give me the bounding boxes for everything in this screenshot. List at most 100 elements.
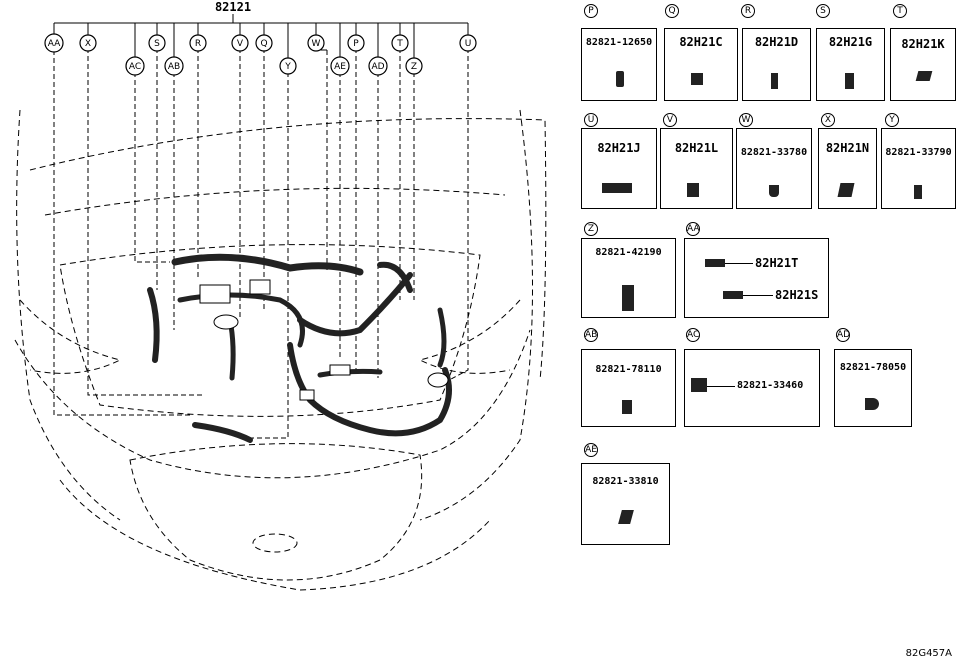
connector-icon <box>618 510 634 524</box>
key-T: T <box>893 4 907 18</box>
part-number-AE: 82821-33810 <box>592 476 659 487</box>
connector-icon <box>705 259 725 267</box>
grille-outline <box>129 443 423 581</box>
callout-W: W <box>312 39 321 49</box>
callout-Y: Y <box>284 62 291 72</box>
bumper-lower <box>59 479 491 591</box>
connector-icon <box>915 71 933 81</box>
part-number-AC: 82821-33460 <box>737 380 804 391</box>
connector-icon <box>616 71 624 87</box>
connector-icon <box>687 183 699 197</box>
cowl-line <box>44 187 506 216</box>
part-box-R[interactable]: 82H21D <box>742 28 811 101</box>
part-box-Q[interactable]: 82H21C <box>664 28 738 101</box>
key-Q: Q <box>665 4 679 18</box>
headlamp-right <box>418 299 521 374</box>
part-box-AB[interactable]: 82821-78110 <box>581 349 676 427</box>
key-AE: AE <box>584 443 598 457</box>
key-R: R <box>741 4 755 18</box>
part-box-U[interactable]: 82H21J <box>581 128 657 209</box>
part-box-T[interactable]: 82H21K <box>890 28 956 101</box>
part-number-W: 82821-33780 <box>740 147 808 158</box>
connector-icon <box>845 73 854 89</box>
key-Z: Z <box>584 222 598 236</box>
callout-T: T <box>396 39 403 49</box>
connector-icon <box>691 73 703 85</box>
part-box-X[interactable]: 82H21N <box>818 128 877 209</box>
main-part-number: 82121 <box>215 0 251 14</box>
connector-icon <box>622 400 632 414</box>
headlamp-left <box>19 299 122 374</box>
part-box-AD[interactable]: 82821-78050 <box>834 349 912 427</box>
connector-icon <box>769 185 779 197</box>
part-number-AA-1: 82H21T <box>755 256 799 270</box>
main-callouts: AA X AC S AB R V Q Y W AE P AD T Z U <box>44 33 477 76</box>
key-S: S <box>816 4 830 18</box>
body-right-outline <box>419 109 533 521</box>
connector-icon <box>914 185 922 199</box>
callout-AC: AC <box>129 62 141 72</box>
part-number-Z: 82821-42190 <box>595 247 662 258</box>
part-number-S: 82H21G <box>828 35 873 49</box>
part-number-P: 82821-12650 <box>585 37 653 48</box>
key-AB: AB <box>584 328 598 342</box>
part-number-AA-2: 82H21S <box>775 288 819 302</box>
key-AA: AA <box>686 222 700 236</box>
callout-Q: Q <box>260 39 267 49</box>
part-box-Y[interactable]: 82821-33790 <box>881 128 956 209</box>
connector-icon <box>691 378 707 392</box>
part-number-Q: 82H21C <box>679 35 723 49</box>
key-Y: Y <box>885 113 899 127</box>
figure-code: 82G457A <box>905 648 952 659</box>
connector-icon <box>771 73 778 89</box>
part-number-R: 82H21D <box>754 35 799 49</box>
connector-icon <box>865 398 879 410</box>
connector-icon <box>723 291 743 299</box>
hood-outline <box>29 118 547 381</box>
leader-lines <box>53 48 469 439</box>
callout-AE: AE <box>334 62 346 72</box>
body-left-outline <box>16 109 121 521</box>
part-number-X: 82H21N <box>825 141 870 155</box>
leader-line <box>743 295 773 296</box>
key-U: U <box>584 113 598 127</box>
part-box-AE[interactable]: 82821-33810 <box>581 463 670 545</box>
part-number-U: 82H21J <box>597 141 641 155</box>
callout-P: P <box>353 39 359 49</box>
part-number-AB: 82821-78110 <box>595 364 662 375</box>
emblem-outline <box>252 533 298 553</box>
part-number-V: 82H21L <box>674 141 719 155</box>
callout-AD: AD <box>371 62 384 72</box>
part-number-AD: 82821-78050 <box>839 362 907 373</box>
key-AC: AC <box>686 328 700 342</box>
part-number-T: 82H21K <box>901 37 945 51</box>
callout-U: U <box>465 39 472 49</box>
connector-icon <box>602 183 632 193</box>
key-V: V <box>663 113 677 127</box>
callout-Z: Z <box>411 62 417 72</box>
wire-harness <box>147 253 452 443</box>
key-AD: AD <box>836 328 851 342</box>
callout-V: V <box>237 39 244 49</box>
front-fascia <box>14 329 531 479</box>
part-box-W[interactable]: 82821-33780 <box>736 128 812 209</box>
leader-line <box>707 386 735 387</box>
part-number-Y: 82821-33790 <box>885 147 952 158</box>
key-X: X <box>821 113 835 127</box>
part-box-AA[interactable]: 82H21T 82H21S <box>684 238 829 318</box>
leader-line <box>725 263 753 264</box>
engine-cover-outline <box>59 244 481 417</box>
part-box-AC[interactable]: 82821-33460 <box>684 349 820 427</box>
part-box-V[interactable]: 82H21L <box>660 128 733 209</box>
callout-S: S <box>154 39 160 49</box>
part-box-Z[interactable]: 82821-42190 <box>581 238 676 318</box>
connector-icon <box>837 183 855 197</box>
part-box-P[interactable]: 82821-12650 <box>581 28 657 101</box>
key-W: W <box>739 113 753 127</box>
callout-X: X <box>85 39 91 49</box>
callout-R: R <box>195 39 201 49</box>
connector-icon <box>622 285 634 311</box>
callout-AB: AB <box>168 62 180 72</box>
part-box-S[interactable]: 82H21G <box>816 28 885 101</box>
